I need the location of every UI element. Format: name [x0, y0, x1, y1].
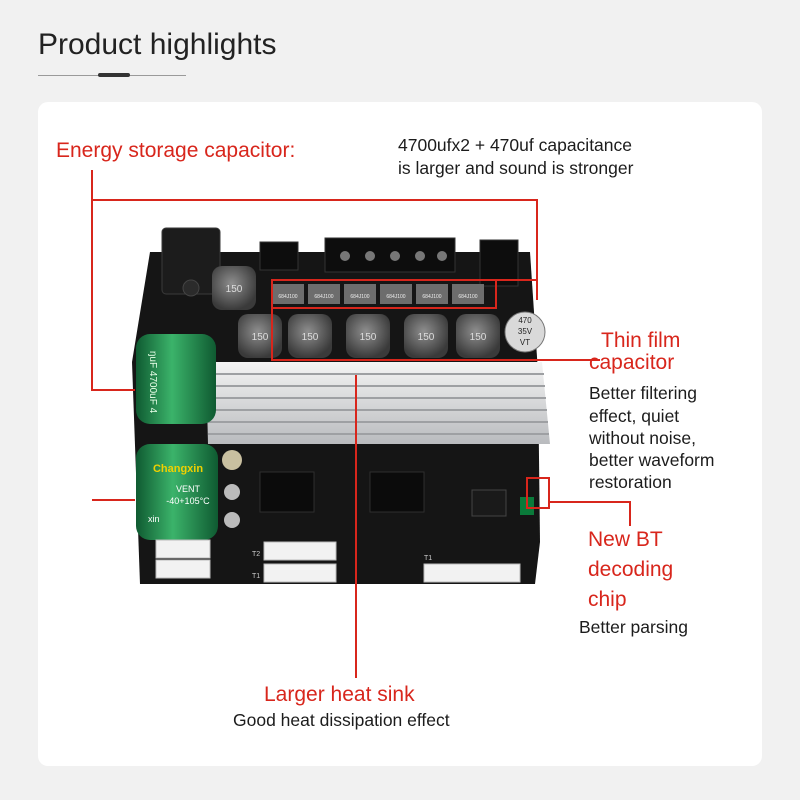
screw-terminals [259, 237, 456, 273]
svg-text:ŋuF 4700uF 4: ŋuF 4700uF 4 [147, 351, 158, 414]
aux-jack [479, 239, 519, 287]
film-callout-desc-5: restoration [589, 472, 672, 492]
heatsink-callout-title: Larger heat sink [264, 683, 415, 706]
inductor-label: 150 [418, 332, 435, 343]
bt-callout-title-2: decoding [588, 558, 674, 581]
film-cap-label: 684J100 [278, 294, 297, 300]
film-cap-label: 684J100 [350, 294, 369, 300]
film-cap-label: 684J100 [386, 294, 405, 300]
heat-sink [206, 362, 550, 444]
capacitor-callout-desc-2: is larger and sound is stronger [398, 158, 634, 178]
svg-text:-40+105°C: -40+105°C [166, 496, 210, 506]
svg-text:T2: T2 [252, 551, 260, 558]
svg-text:xin: xin [148, 514, 160, 524]
small-capacitor: 470 35V VT [504, 311, 546, 353]
svg-text:VENT: VENT [176, 484, 201, 494]
inductor-label: 150 [252, 332, 269, 343]
svg-text:VT: VT [520, 338, 530, 347]
film-cap-label: 684J100 [422, 294, 441, 300]
title-divider-accent [98, 73, 130, 77]
film-cap-label: 684J100 [314, 294, 333, 300]
page-title: Product highlights [38, 28, 277, 61]
svg-text:35V: 35V [518, 327, 533, 336]
film-callout-title-1: Thin film [601, 329, 681, 352]
inductor-label: 150 [302, 332, 319, 343]
film-callout-desc-3: without noise, [589, 428, 697, 448]
amplifier-board-image: 684J100 684J100 684J100 684J100 684J100 … [132, 227, 550, 584]
heatsink-callout-desc: Good heat dissipation effect [233, 710, 450, 730]
film-callout-desc-4: better waveform [589, 450, 715, 470]
svg-text:Changxin: Changxin [153, 463, 203, 475]
bt-callout-title-3: chip [588, 588, 627, 611]
inductor-label: 150 [470, 332, 487, 343]
bt-callout-desc: Better parsing [579, 617, 688, 637]
capacitor-callout-title: Energy storage capacitor: [56, 139, 296, 162]
ic-chips [259, 471, 534, 517]
bt-callout-title-1: New BT [588, 528, 663, 551]
svg-text:T1: T1 [252, 573, 260, 580]
svg-text:T1: T1 [424, 555, 432, 562]
film-callout-desc-2: effect, quiet [589, 406, 680, 426]
svg-text:470: 470 [518, 316, 532, 325]
film-cap-label: 684J100 [458, 294, 477, 300]
film-callout-title-2: capacitor [589, 351, 675, 374]
inductor-label: 150 [226, 284, 243, 295]
big-capacitor-bottom: Changxin VENT -40+105°C xin [136, 444, 218, 540]
big-capacitor-top: ŋuF 4700uF 4 [136, 334, 216, 424]
inductor-label: 150 [360, 332, 377, 343]
film-callout-desc-1: Better filtering [589, 383, 697, 403]
bt-chip [471, 489, 507, 517]
capacitor-callout-desc-1: 4700ufx2 + 470uf capacitance [398, 135, 633, 155]
wire-connectors: T2 T1 T1 [155, 539, 521, 583]
